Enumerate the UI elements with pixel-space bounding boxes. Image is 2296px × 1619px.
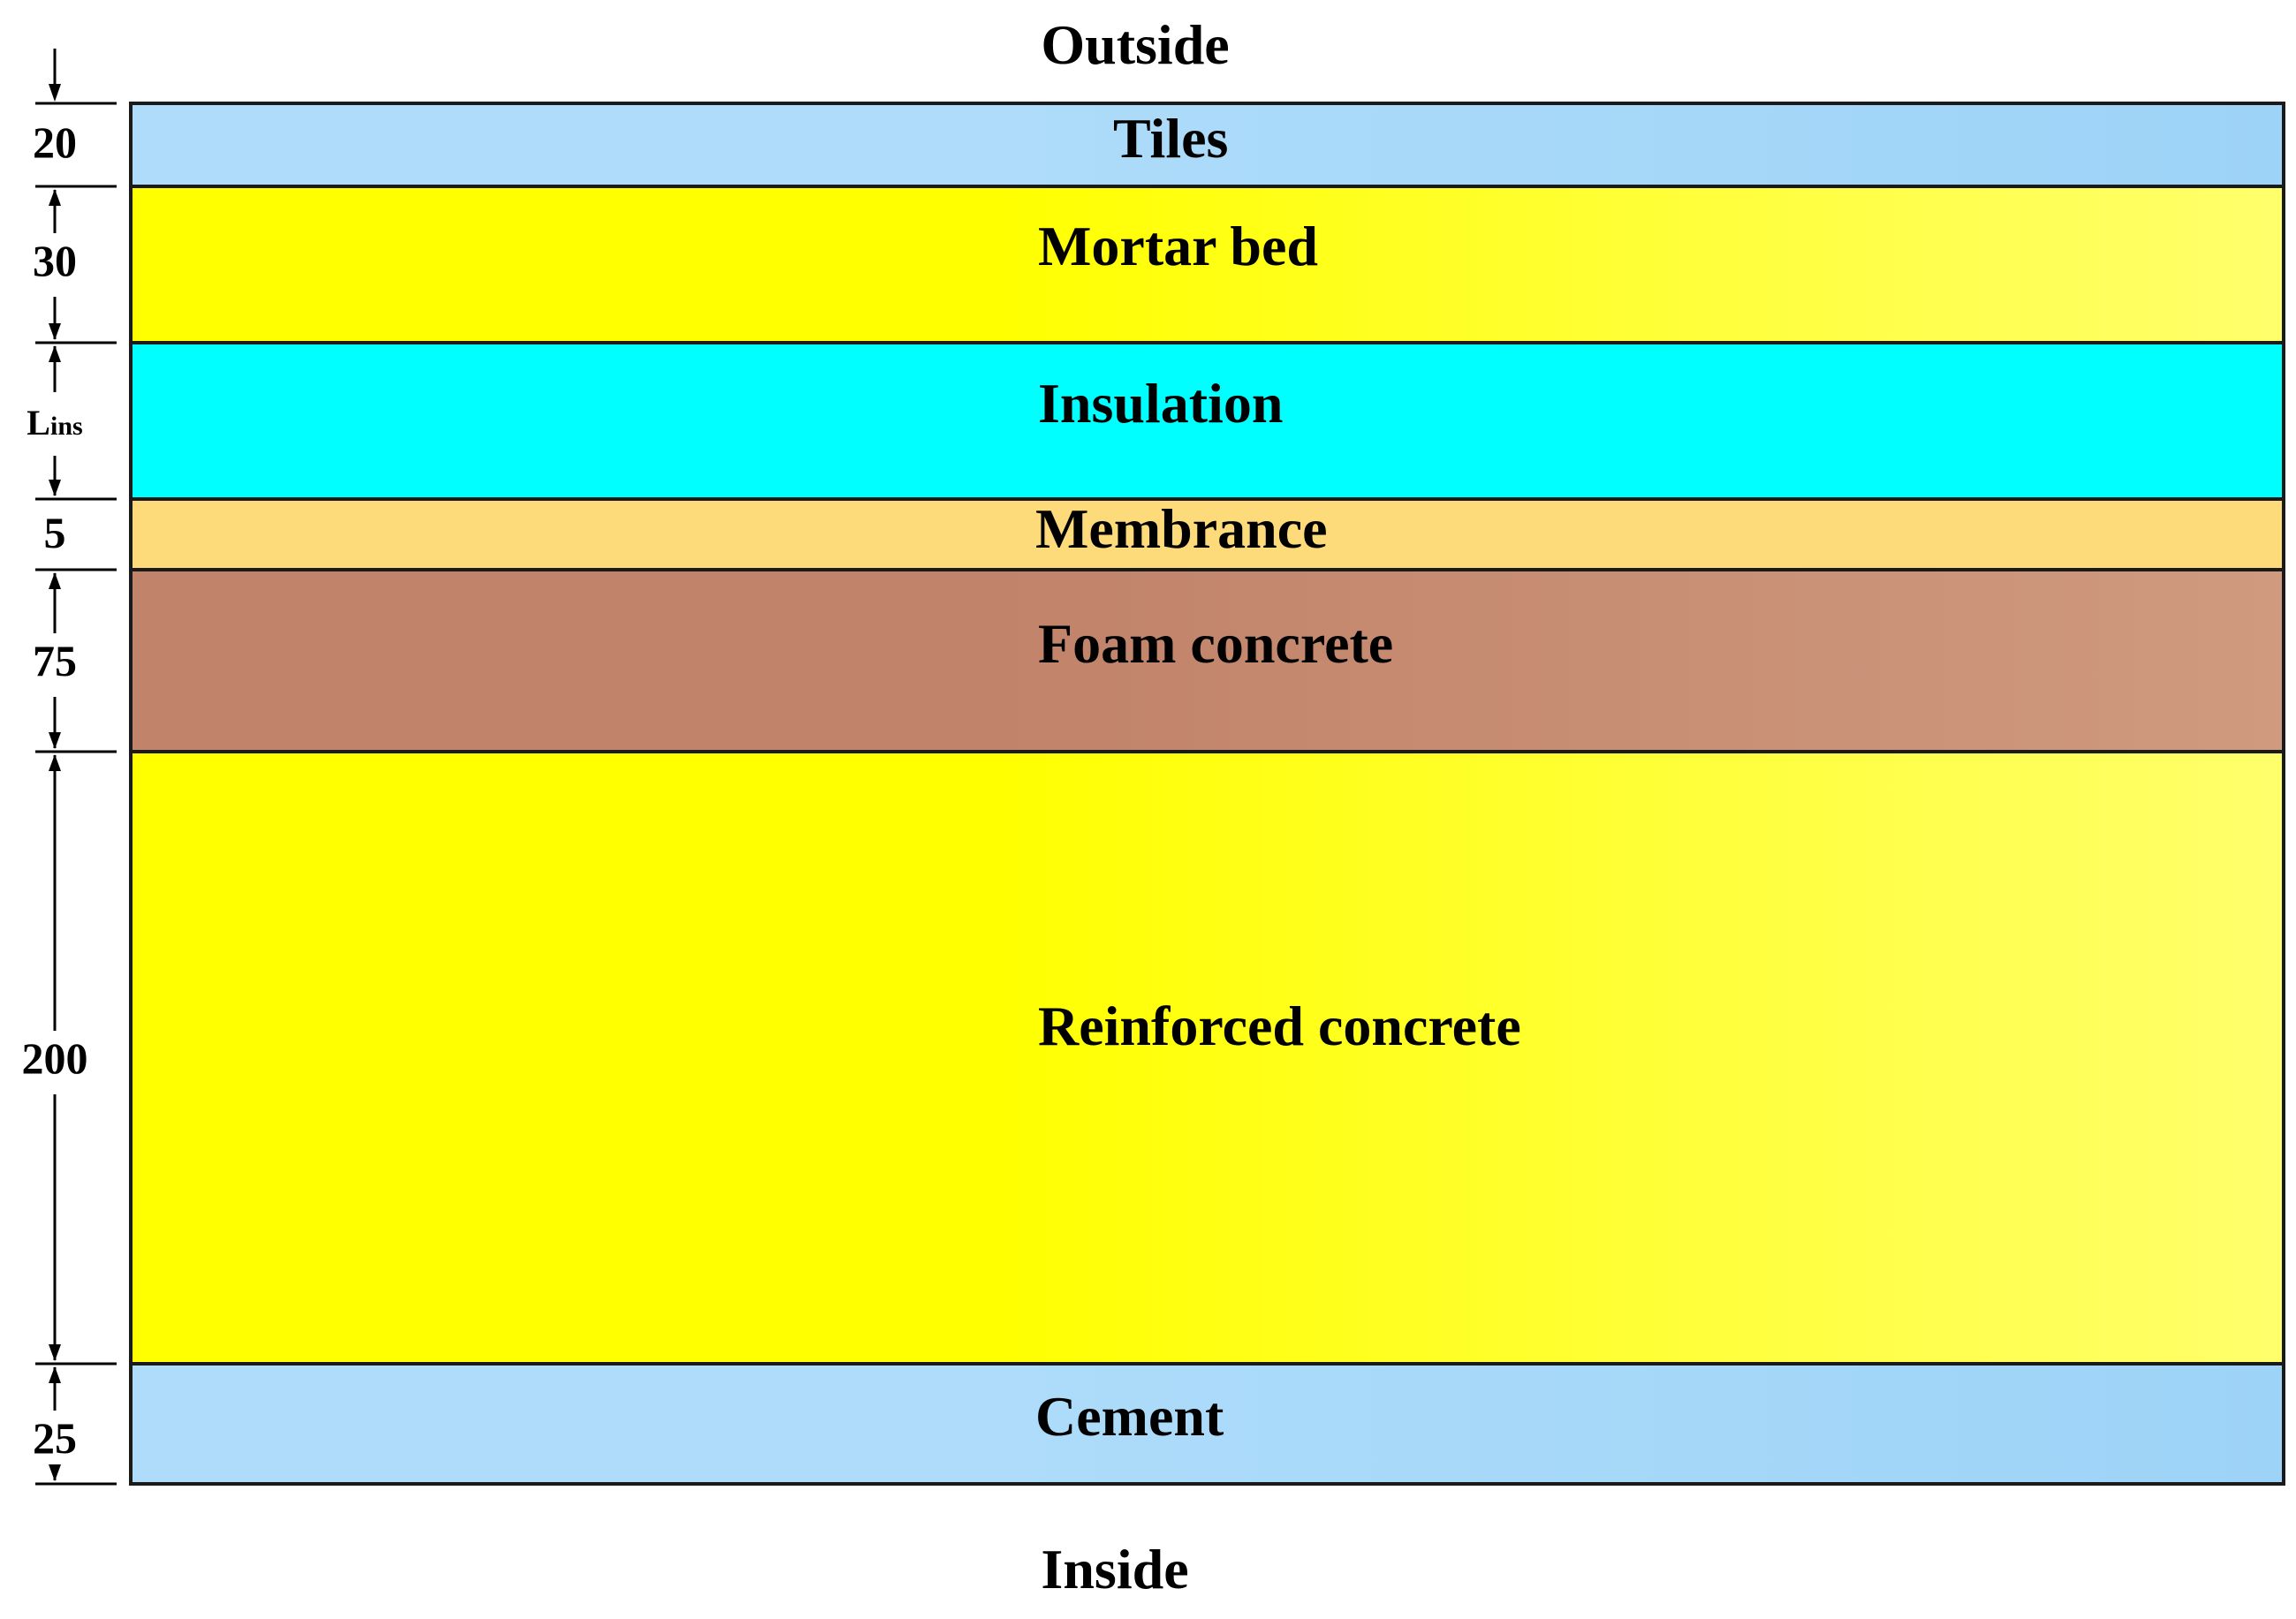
arrow-head	[49, 323, 61, 340]
layer-insulation	[129, 341, 2285, 501]
thickness-label-foam-concrete: 75	[33, 636, 77, 685]
thickness-label-cement: 25	[33, 1413, 77, 1463]
arrow-head	[49, 84, 61, 102]
layer-foam-concrete	[129, 568, 2285, 753]
arrow-head	[49, 1464, 61, 1481]
arrow-head	[49, 732, 61, 749]
arrow-head	[49, 480, 61, 496]
layer-label-cement: Cement	[1035, 1385, 1224, 1448]
thickness-label-reinforced-concrete: 200	[22, 1033, 88, 1083]
layer-tiles	[129, 102, 2285, 188]
arrow-head	[49, 1344, 61, 1361]
layer-label-insulation: Insulation	[1038, 372, 1283, 435]
thickness-label-membrance: 5	[44, 508, 66, 557]
outside-label: Outside	[1041, 13, 1229, 76]
layer-label-foam-concrete: Foam concrete	[1038, 612, 1393, 675]
layer-reinforced-concrete	[129, 750, 2285, 1366]
layer-membrance	[129, 497, 2285, 571]
thickness-label-tiles: 20	[33, 117, 77, 167]
thickness-label-mortar-bed: 30	[33, 236, 77, 285]
thickness-label-insulation: Lins	[27, 403, 82, 443]
arrow-head	[49, 345, 61, 362]
thickness-symbol: L	[27, 403, 50, 443]
thickness-subscript: ins	[50, 412, 83, 441]
arrow-head	[49, 1366, 61, 1383]
layer-cement	[129, 1362, 2285, 1486]
layer-label-tiles: Tiles	[1113, 107, 1228, 170]
arrow-head	[49, 754, 61, 771]
arrow-head	[49, 189, 61, 206]
layer-mortar-bed	[129, 185, 2285, 344]
layer-label-mortar-bed: Mortar bed	[1038, 215, 1318, 277]
layer-label-reinforced-concrete: Reinforced concrete	[1038, 995, 1521, 1057]
inside-label: Inside	[1041, 1538, 1188, 1600]
arrow-head	[49, 572, 61, 589]
layer-label-membrance: Membrance	[1035, 497, 1328, 560]
